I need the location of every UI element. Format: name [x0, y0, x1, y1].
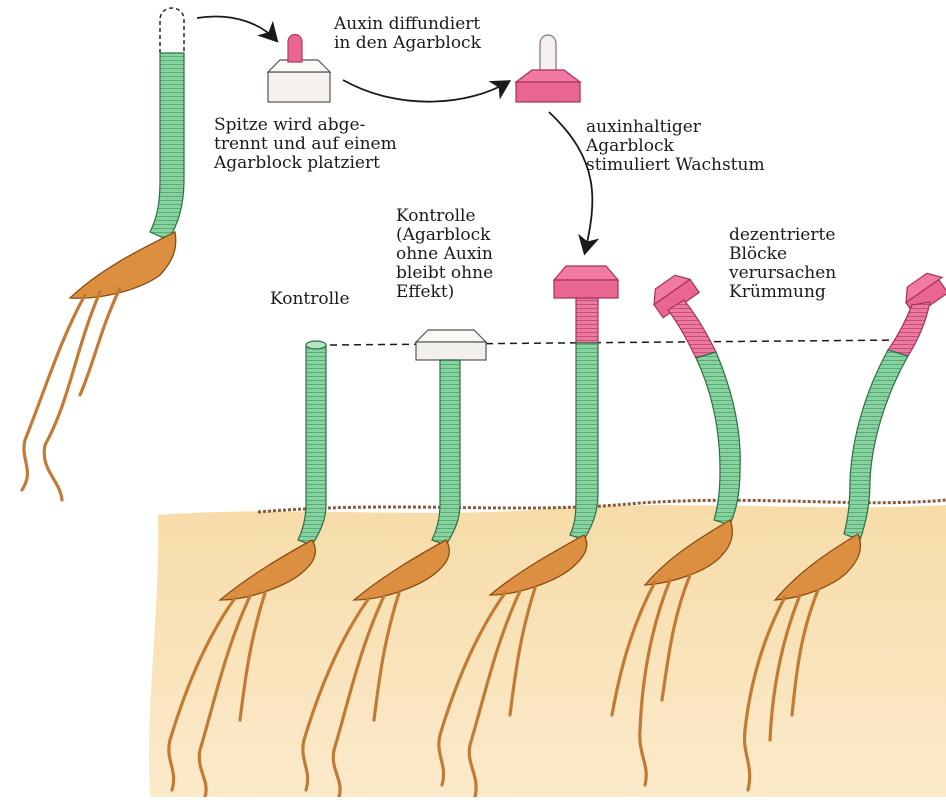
label-line: bleibt ohne — [396, 264, 493, 283]
label-tip-cut: Spitze wird abge- trennt und auf einem A… — [214, 116, 397, 173]
label-control: Kontrolle — [270, 290, 350, 309]
plain-agar-top — [416, 330, 486, 342]
tip-ghost — [540, 35, 556, 72]
seed — [70, 232, 176, 298]
tip-on-agar-block — [268, 35, 330, 103]
coleoptile-tip — [288, 35, 302, 63]
label-line: stimuliert Wachstum — [586, 156, 765, 175]
label-line: Agarblock — [586, 137, 765, 156]
plain-agar-block — [416, 342, 486, 360]
removed-tip-outline — [160, 8, 184, 53]
label-line: Kontrolle — [270, 290, 350, 309]
label-line: Krümmung — [729, 283, 836, 302]
label-line: auxinhaltiger — [586, 118, 765, 137]
cut-coleoptile-seedling — [22, 8, 184, 500]
auxin-agar-block — [516, 82, 580, 102]
label-line: ohne Auxin — [396, 245, 493, 264]
label-line: Blöcke — [729, 245, 836, 264]
auxin-agar-top — [554, 266, 618, 280]
auxin-agar-block — [554, 280, 618, 298]
label-line: in den Agarblock — [334, 34, 481, 53]
auxin-stem-tip — [576, 298, 598, 343]
label-off-center-blocks: dezentrierte Blöcke verursachen Krümmung — [729, 226, 836, 302]
auxin-stem-tip — [888, 302, 930, 356]
coleoptile-stem — [696, 352, 740, 525]
label-line: verursachen — [729, 264, 836, 283]
arrow-tip-to-block — [197, 17, 276, 40]
auxin-agar-block-with-tip — [516, 35, 580, 102]
plain-agar-block — [268, 72, 330, 102]
auxin-agar-top — [516, 70, 580, 82]
label-line: dezentrierte — [729, 226, 836, 245]
label-stimulates-growth: auxinhaltiger Agarblock stimuliert Wachs… — [586, 118, 765, 175]
label-line: Spitze wird abge- — [214, 116, 397, 135]
label-line: Kontrolle — [396, 207, 493, 226]
coleoptile-stem — [150, 53, 184, 240]
roots — [22, 288, 120, 500]
auxin-stem-tip — [668, 300, 716, 358]
label-line: Agarblock platziert — [214, 154, 397, 173]
label-line: (Agarblock — [396, 226, 493, 245]
label-line: Auxin diffundiert — [334, 15, 481, 34]
label-auxin-diffuses: Auxin diffundiert in den Agarblock — [334, 15, 481, 53]
label-control-block: Kontrolle (Agarblock ohne Auxin bleibt o… — [396, 207, 493, 302]
label-line: Effekt) — [396, 283, 493, 302]
soil-area — [149, 505, 946, 797]
arrow-diffusion — [343, 80, 508, 102]
label-line: trennt und auf einem — [214, 135, 397, 154]
